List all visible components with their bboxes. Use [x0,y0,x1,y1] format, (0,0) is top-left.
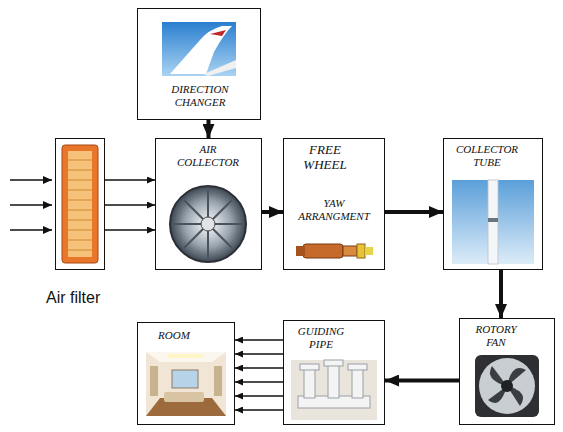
part-label: Air filter [46,289,126,307]
box-label: ROOM [144,329,204,342]
arrow-line [105,179,155,180]
box-label: YAW ARRANGMENT [292,197,376,222]
arrow-line [235,353,283,354]
fan-picture [475,355,539,417]
tube-picture [452,180,534,264]
arrow-line [385,379,459,383]
arrow-line [235,367,283,368]
pipe-picture [291,360,377,420]
room-picture [146,352,226,416]
process-box: DIRECTION CHANGER [137,8,261,120]
input-arrows [10,180,52,230]
flow-arrow [385,380,459,381]
arrow-line [105,229,155,230]
arrow-line [235,339,283,340]
yaw-part-picture [296,244,373,258]
arrow-line [105,204,155,205]
process-box: ROOM [137,322,235,425]
process-box: GUIDING PIPE [283,320,385,425]
process-box: ROTORY FAN [459,318,555,425]
tail-fin-picture [162,22,236,76]
arrow-line [262,210,283,214]
flow-arrow [385,212,443,213]
arrow-line [207,120,211,138]
flow-arrow [235,340,283,410]
filter-picture [62,145,98,263]
jet-engine-picture [170,186,246,262]
box-label: AIR COLLECTOR [174,143,242,168]
arrow-line [235,381,283,382]
flow-arrow [208,120,209,138]
process-box: FREE WHEEL YAW ARRANGMENT [283,138,385,270]
arrow-line [235,409,283,410]
process-box: COLLECTOR TUBE [443,138,543,270]
flow-arrow [262,212,283,213]
arrow-line [235,395,283,396]
box-label: DIRECTION CHANGER [148,83,252,108]
process-box: AIR COLLECTOR [155,138,262,270]
filter-box: Air filter [55,138,105,270]
box-label: COLLECTOR TUBE [452,143,522,168]
box-label: FREE WHEEL [294,143,356,173]
flow-arrow [501,270,502,318]
arrow-line [385,210,443,214]
box-label: ROTORY FAN [466,323,526,348]
flow-arrow [105,180,155,230]
arrow-line [499,270,503,318]
box-label: GUIDING PIPE [290,325,352,350]
